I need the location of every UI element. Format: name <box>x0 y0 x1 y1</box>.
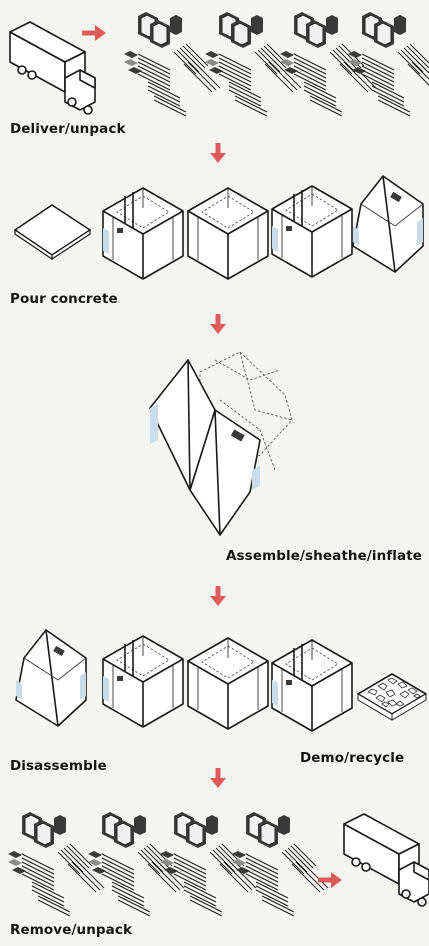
step-label-pour-concrete: Pour concrete <box>10 291 118 307</box>
assembled-pavilion-icon <box>149 351 293 536</box>
pavilion-module-icon <box>272 640 352 731</box>
pavilion-module-icon <box>103 636 183 727</box>
kit-of-parts-icon <box>7 811 105 917</box>
concrete-slab-icon <box>14 204 91 261</box>
step-label-assemble: Assemble/sheathe/inflate <box>226 548 423 564</box>
pavilion-module-icon <box>187 187 269 280</box>
arrow-right-icon <box>82 25 106 41</box>
step-label-demo-recycle: Demo/recycle <box>300 750 405 766</box>
truck-icon <box>343 813 429 907</box>
pavilion-module-icon <box>187 637 269 730</box>
arrow-right-icon <box>318 872 342 888</box>
pavilion-module-icon <box>15 629 87 727</box>
arrow-down-icon <box>210 143 226 163</box>
kit-of-parts-icon <box>231 811 329 917</box>
truck-icon <box>9 21 96 115</box>
pavilion-module-icon <box>272 186 352 277</box>
arrow-down-icon <box>210 768 226 788</box>
pavilion-module-icon <box>103 188 183 279</box>
step-label-remove: Remove/unpack <box>10 922 133 938</box>
arrow-down-icon <box>210 586 226 606</box>
arrow-down-icon <box>210 314 226 334</box>
step-label-disassemble: Disassemble <box>10 758 107 774</box>
step-label-deliver: Deliver/unpack <box>10 121 126 137</box>
rubble-icon <box>357 673 427 721</box>
pavilion-module-icon <box>352 175 424 273</box>
kit-of-parts-icon <box>279 11 377 117</box>
kit-of-parts-icon <box>123 11 221 117</box>
kit-of-parts-icon <box>347 11 429 117</box>
